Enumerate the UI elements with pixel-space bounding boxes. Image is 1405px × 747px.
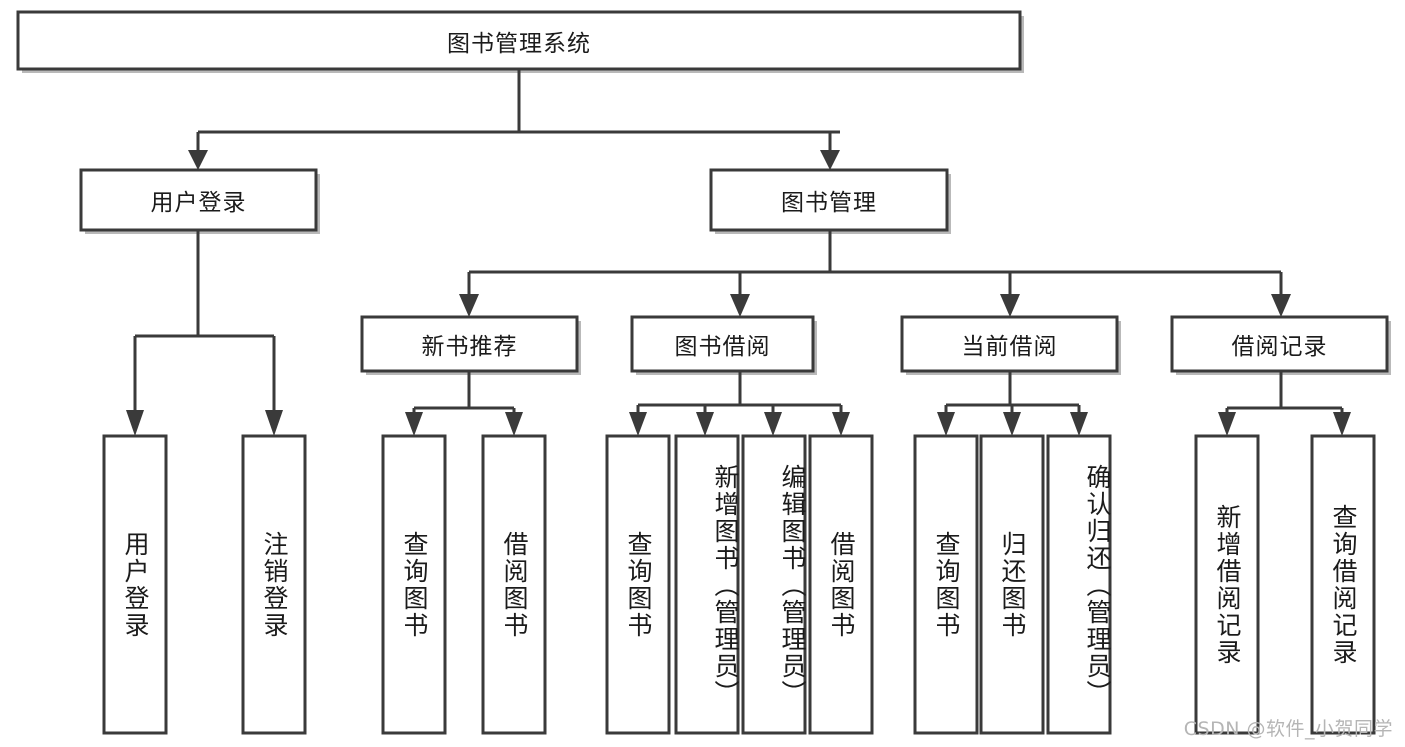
watermark: CSDN @软件_小贺同学 [1183,718,1393,740]
node-book-manage[interactable] [709,168,949,232]
node-leaf-query-book-1[interactable] [381,434,447,735]
node-leaf-borrow-book-2[interactable] [808,434,874,735]
arrow-leaf-add-record [1218,412,1236,436]
node-leaf-query-record[interactable] [1310,434,1376,735]
arrow-to-book-borrow [730,294,750,317]
arrow-leaf-borrow-book-1 [505,412,523,436]
node-root[interactable] [16,10,1022,71]
node-leaf-logout[interactable] [241,434,307,735]
arrow-to-new-book [459,294,479,317]
arrow-leaf-return-book [1003,412,1021,436]
arrow-leaf-logout [265,410,283,436]
node-leaf-borrow-book-1[interactable] [481,434,547,735]
node-current-borrow[interactable] [900,315,1119,373]
arrow-leaf-query-book-2 [629,412,647,436]
arrow-to-user-login [188,150,208,170]
node-borrow-record[interactable] [1170,315,1389,373]
arrow-to-borrow-record [1271,294,1291,317]
arrow-leaf-confirm-return [1070,412,1088,436]
arrow-leaf-add-book [696,412,714,436]
node-leaf-return-book[interactable] [979,434,1045,735]
node-leaf-query-book-2[interactable] [605,434,671,735]
arrow-leaf-query-record [1333,412,1351,436]
node-leaf-edit-book[interactable] [741,434,807,735]
arrow-to-current-borrow [1000,294,1020,317]
node-new-book-recommend[interactable] [360,315,579,373]
arrow-leaf-user-login [126,410,144,436]
arrow-leaf-edit-book [764,412,782,436]
node-leaf-user-login[interactable] [102,434,168,735]
node-leaf-add-record[interactable] [1194,434,1260,735]
arrow-leaf-query-book-3 [937,412,955,436]
node-book-borrow[interactable] [630,315,815,373]
arrow-leaf-borrow-book-2 [832,412,850,436]
node-leaf-add-book[interactable] [674,434,740,735]
node-user-login[interactable] [79,168,318,232]
arrow-to-book-manage [820,150,840,170]
node-leaf-query-book-3[interactable] [913,434,979,735]
node-leaf-confirm-return[interactable] [1046,434,1112,735]
arrow-leaf-query-book-1 [405,412,423,436]
